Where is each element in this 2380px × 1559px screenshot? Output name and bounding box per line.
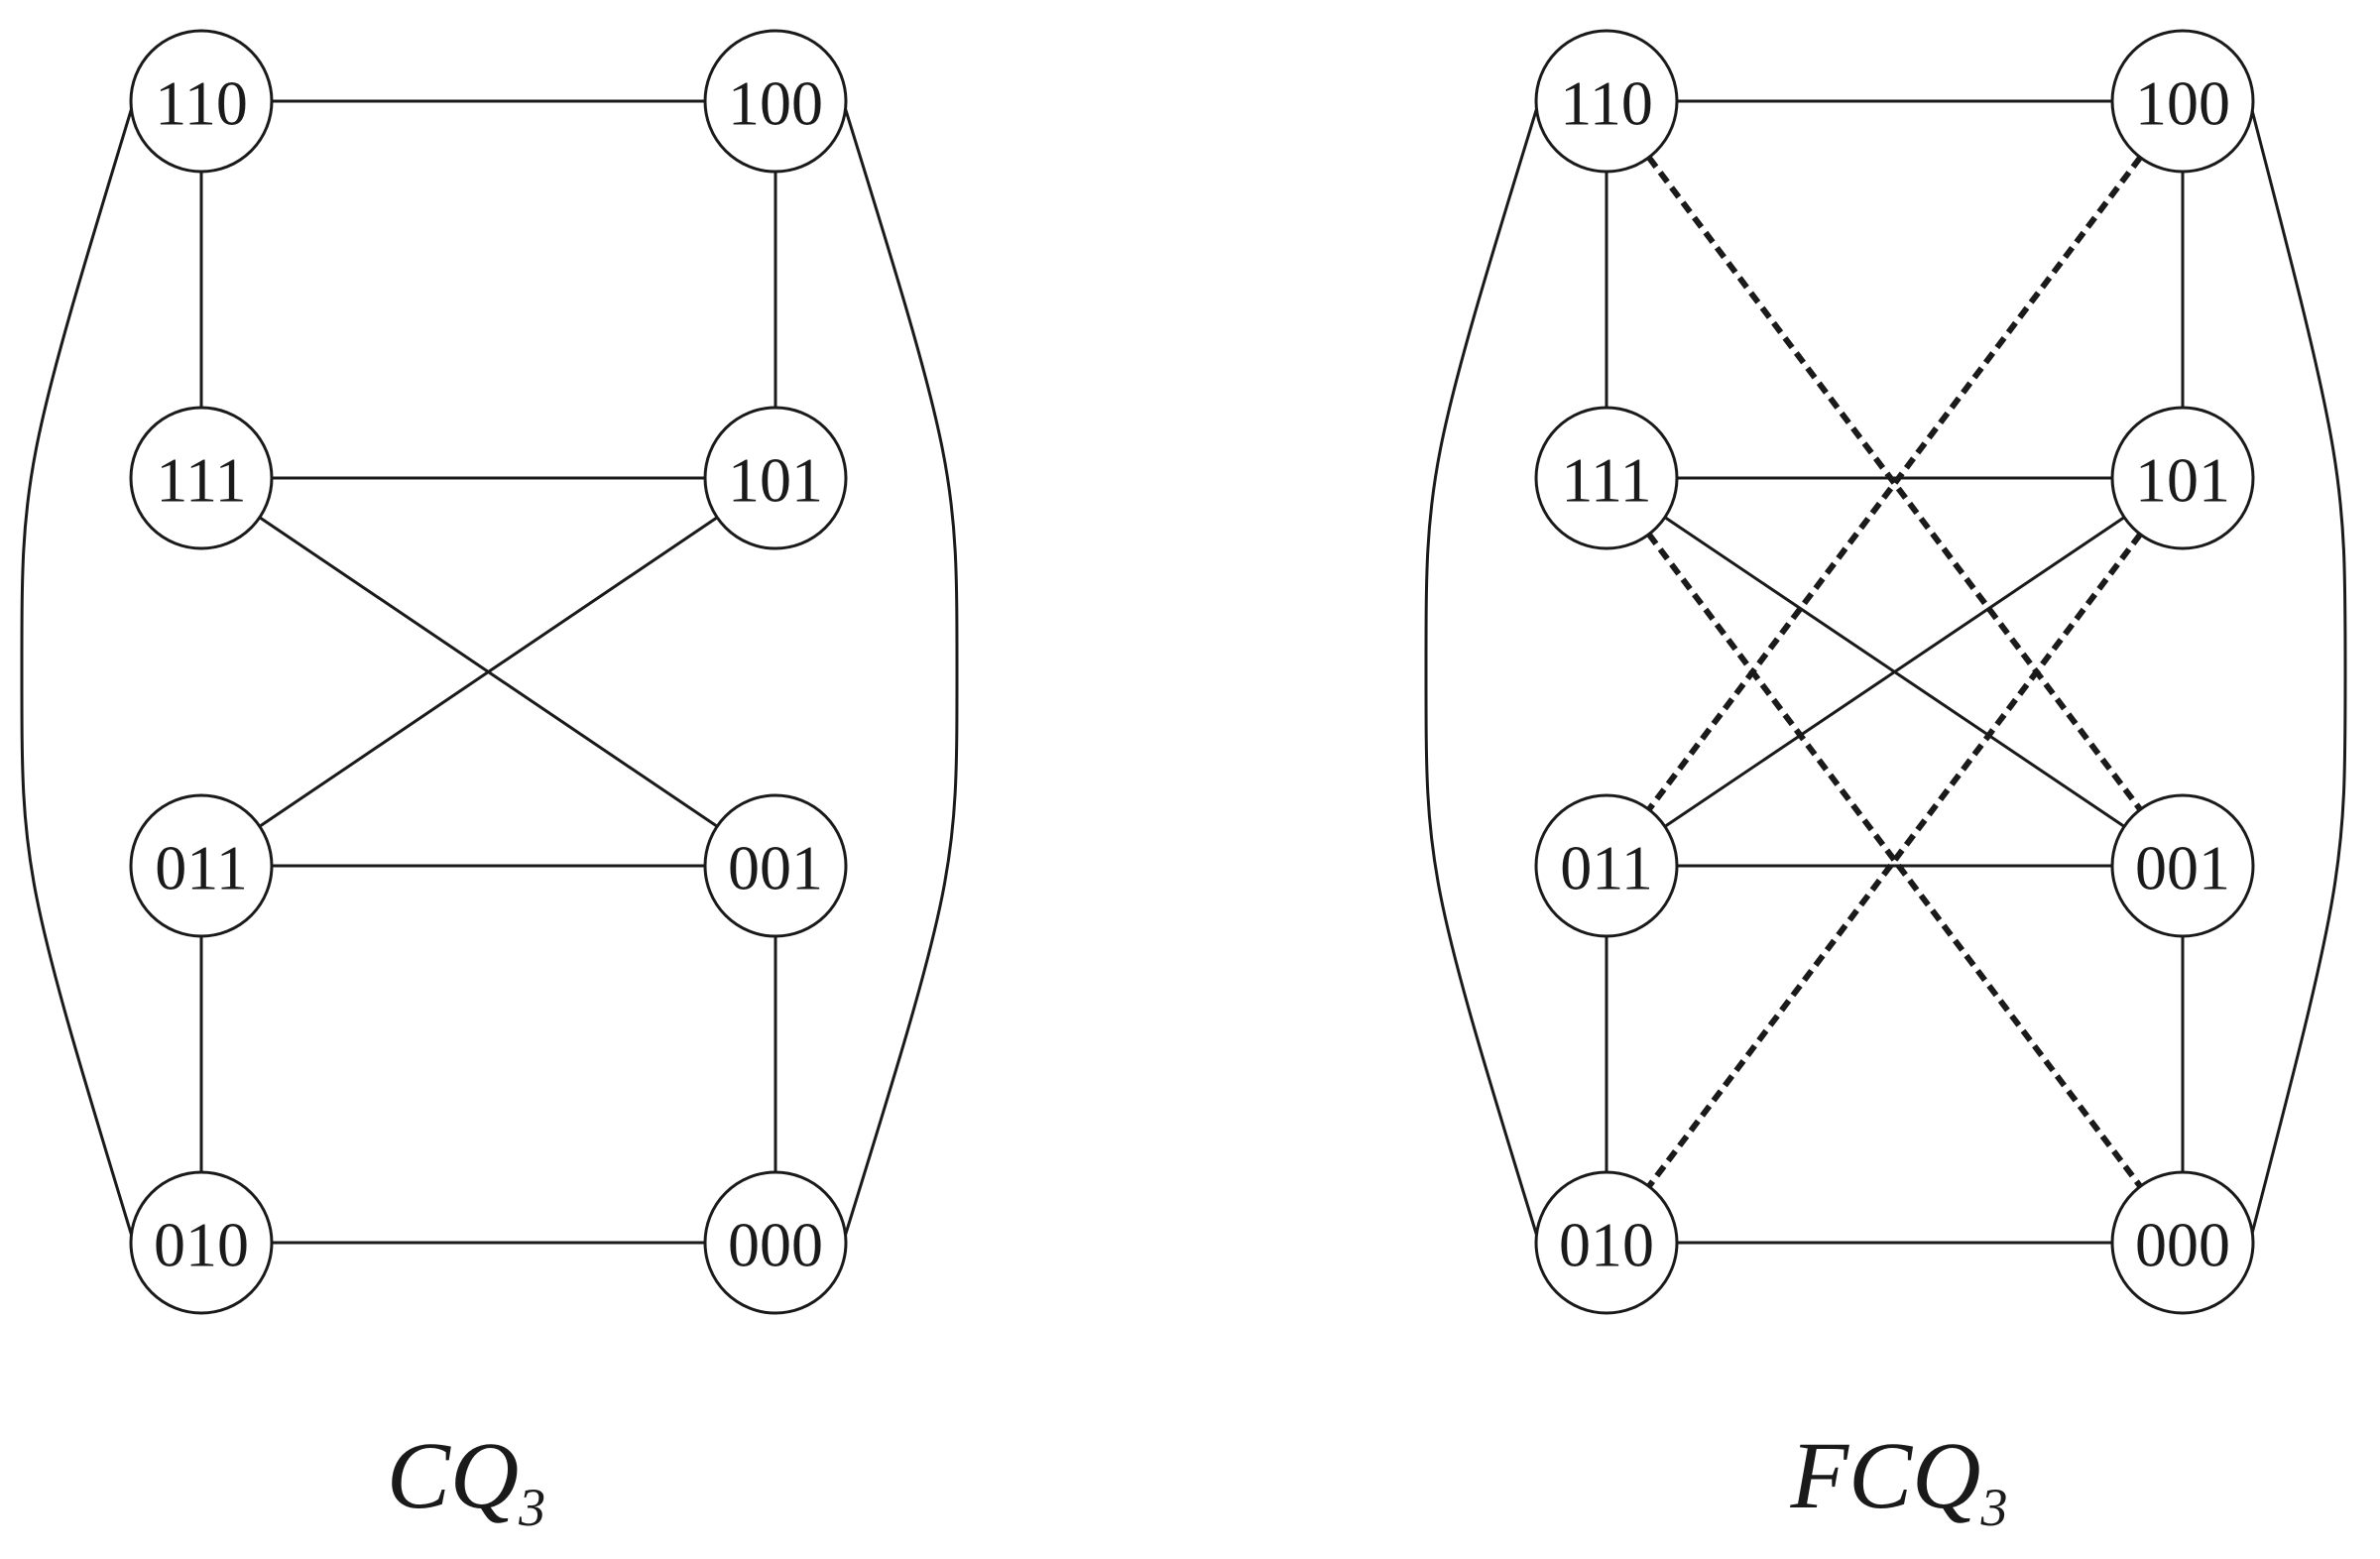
fcq3-dashed-edges: [1646, 155, 2143, 1189]
cq3-node-001: 001: [703, 793, 848, 938]
fcq3-node-circle-001: [2110, 793, 2255, 938]
fcq3-node-label-011: 011: [1560, 833, 1653, 903]
fcq3-node-001: 001: [2110, 793, 2255, 938]
fcq3-node-circle-110: [1534, 29, 1679, 174]
cq3-curved-edges: [20, 90, 959, 1254]
fcq3-node-label-001: 001: [2135, 833, 2230, 903]
cq3-node-100: 100: [703, 29, 848, 174]
fcq3-node-circle-111: [1534, 406, 1679, 550]
cq3-node-label-001: 001: [728, 833, 823, 903]
cq3-node-circle-000: [703, 1170, 848, 1315]
fcq3-node-circle-010: [1534, 1170, 1679, 1315]
cq3-node-000: 000: [703, 1170, 848, 1315]
cq3-node-label-110: 110: [155, 68, 248, 139]
fcq3-node-circle-000: [2110, 1170, 2255, 1315]
fcq3-node-circle-011: [1534, 793, 1679, 938]
fcq3-nodes: 110 100 111 101 011 001 010 000: [1534, 29, 2255, 1315]
cq3-node-label-011: 011: [155, 833, 248, 903]
cq3-node-circle-010: [129, 1170, 274, 1315]
cq3-node-circle-011: [129, 793, 274, 938]
cq3-graph: 110 100 111 101 011 001 010 000 CQ3: [20, 29, 959, 1537]
fcq3-node-label-101: 101: [2135, 445, 2230, 516]
fcq3-node-label-100: 100: [2135, 68, 2230, 139]
cq3-node-circle-101: [703, 406, 848, 550]
cq3-node-011: 011: [129, 793, 274, 938]
fcq3-node-circle-101: [2110, 406, 2255, 550]
cq3-node-label-010: 010: [154, 1210, 249, 1280]
fcq3-node-100: 100: [2110, 29, 2255, 174]
cq3-node-label-100: 100: [728, 68, 823, 139]
cq3-caption: CQ3: [387, 1422, 545, 1537]
fcq3-node-010: 010: [1534, 1170, 1679, 1315]
fcq3-dashed-edge-100-011: [1646, 155, 2143, 812]
cq3-node-110: 110: [129, 29, 274, 174]
fcq3-curved-edge-110-010: [1424, 90, 1544, 1254]
fcq3-node-label-111: 111: [1561, 445, 1651, 516]
cq3-node-circle-001: [703, 793, 848, 938]
cq3-edge-101-011: [259, 516, 718, 828]
fcq3-dashed-edge-111-000: [1646, 532, 2143, 1189]
fcq3-caption: FCQ3: [1790, 1422, 2008, 1537]
fcq3-node-111: 111: [1534, 406, 1679, 550]
cq3-node-label-111: 111: [156, 445, 246, 516]
fcq3-node-000: 000: [2110, 1170, 2255, 1315]
fcq3-curved-edge-100-000: [2245, 90, 2347, 1254]
cq3-node-111: 111: [129, 406, 274, 550]
fcq3-dashed-edge-110-001: [1646, 155, 2143, 812]
fcq3-dashed-edge-101-010: [1646, 532, 2143, 1189]
fcq3-graph: 110 100 111 101 011 001 010 000 FCQ3: [1424, 29, 2347, 1537]
cq3-node-circle-110: [129, 29, 274, 174]
fcq3-solid-edges: [1605, 99, 2185, 1245]
fcq3-node-101: 101: [2110, 406, 2255, 550]
cq3-node-101: 101: [703, 406, 848, 550]
cq3-curved-edge-110-010: [20, 90, 139, 1254]
cq3-node-circle-100: [703, 29, 848, 174]
cq3-solid-edges: [199, 99, 777, 1245]
fcq3-node-label-110: 110: [1560, 68, 1653, 139]
fcq3-node-110: 110: [1534, 29, 1679, 174]
fcq3-node-label-000: 000: [2135, 1210, 2230, 1280]
cq3-curved-edge-100-000: [838, 90, 959, 1254]
fcq3-node-011: 011: [1534, 793, 1679, 938]
fcq3-node-circle-100: [2110, 29, 2255, 174]
fcq3-curved-edges: [1424, 90, 2347, 1254]
cq3-node-010: 010: [129, 1170, 274, 1315]
fcq3-edge-101-011: [1664, 516, 2125, 828]
cq3-node-label-101: 101: [728, 445, 823, 516]
fcq3-node-label-010: 010: [1559, 1210, 1654, 1280]
cq3-node-label-000: 000: [728, 1210, 823, 1280]
cq3-node-circle-111: [129, 406, 274, 550]
cq3-nodes: 110 100 111 101 011 001 010 000: [129, 29, 848, 1315]
